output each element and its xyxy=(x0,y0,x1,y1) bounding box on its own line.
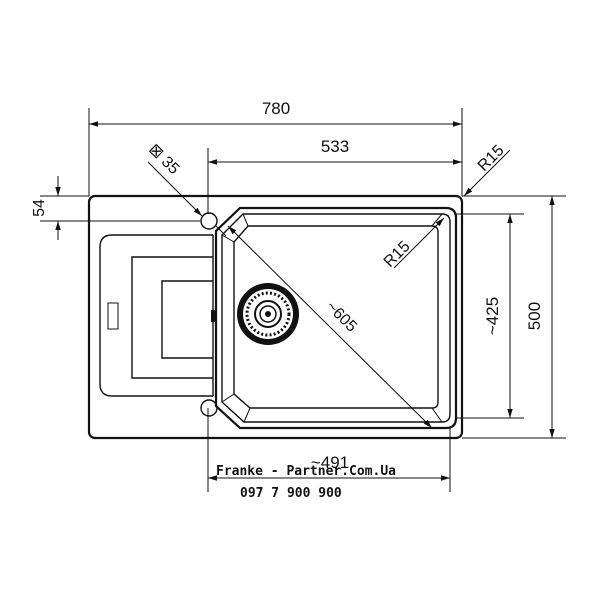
dim-label-bowl-width: 533 xyxy=(321,137,349,156)
dim-label-top-offset: 54 xyxy=(31,199,48,217)
dimension-top-offset: 54 xyxy=(31,176,200,240)
dimension-bowl-bottom-width: ~491 xyxy=(207,408,451,492)
dim-label-overall-width: 780 xyxy=(262,99,290,118)
dimension-bowl-width: 533 xyxy=(207,137,463,214)
dim-label-outer-radius: R15 xyxy=(475,142,508,175)
drain-strainer xyxy=(237,283,299,345)
dimension-bowl-depth: ~425 xyxy=(456,213,524,419)
dim-label-bowl-depth: ~425 xyxy=(483,297,502,335)
dim-label-bowl-bottom-width: ~491 xyxy=(311,453,349,472)
sink-outline xyxy=(87,194,464,440)
dim-label-tap-hole: ⊠ 35 xyxy=(145,141,182,178)
watermark-site: Franke - Partner.Com.Ua xyxy=(216,464,396,479)
dim-label-diagonal: ~605 xyxy=(322,298,360,336)
tap-hole-top xyxy=(200,212,218,230)
dim-label-bowl-radius: R15 xyxy=(381,238,414,271)
dim-label-overall-depth: 500 xyxy=(525,302,544,330)
dimension-overall-depth: 500 xyxy=(462,195,566,439)
watermark: Franke - Partner.Com.Ua 097 7 900 900 xyxy=(216,464,396,501)
drainer-area xyxy=(99,234,215,397)
dimension-tap-hole: ⊠ 35 xyxy=(145,141,227,237)
dimension-overall-width: 780 xyxy=(88,99,463,196)
tap-hole-bottom xyxy=(200,399,218,417)
dimension-outer-radius: R15 xyxy=(463,142,511,197)
watermark-phone: 097 7 900 900 xyxy=(240,486,342,501)
